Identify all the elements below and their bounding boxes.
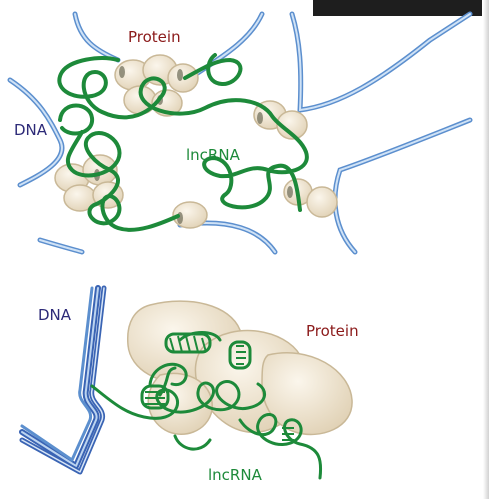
top-panel: Protein DNA lncRNA	[7, 11, 473, 255]
right-edge-shadow	[483, 0, 489, 499]
bottom-protein-complex	[127, 300, 353, 436]
bottom-dna-label: DNA	[38, 306, 72, 324]
bottom-panel: DNA Protein lncRNA	[19, 285, 359, 484]
top-protein-label: Protein	[128, 28, 181, 46]
top-lncrna-strand	[57, 53, 309, 232]
bottom-protein-label: Protein	[306, 322, 359, 340]
bottom-lncrna-label: lncRNA	[208, 466, 263, 484]
corner-box	[313, 0, 482, 16]
bottom-dna	[19, 285, 107, 475]
top-dna-label: DNA	[14, 121, 48, 139]
bottom-lncrna	[90, 331, 323, 480]
bottom-hairpins	[140, 332, 294, 441]
top-lncrna-label: lncRNA	[186, 146, 241, 164]
top-lncrna-loop	[58, 103, 95, 136]
